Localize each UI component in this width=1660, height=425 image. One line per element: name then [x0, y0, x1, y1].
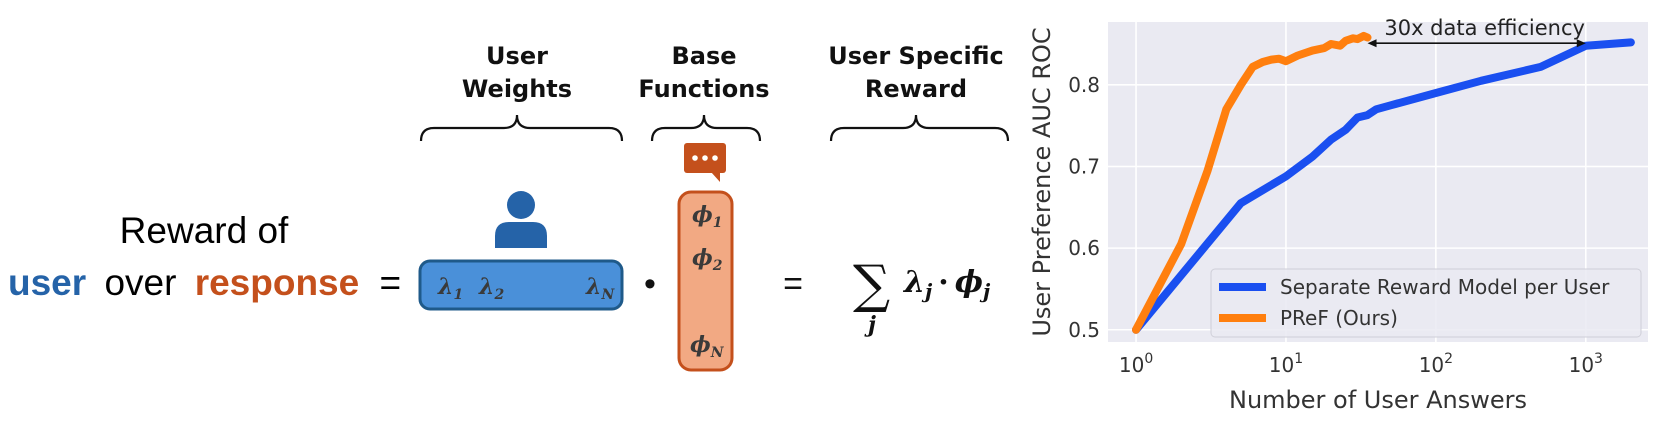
function-phi-2: ϕ2: [692, 245, 723, 274]
user-icon: [495, 191, 547, 248]
series-line-1: [1132, 31, 1372, 334]
header-user-specific-reward-line1: User Specific: [828, 42, 1003, 70]
y-tick-label-3: 0.8: [1068, 73, 1100, 97]
y-tick-label-2: 0.7: [1068, 154, 1100, 178]
header-user-weights-line1: User: [486, 42, 548, 70]
brace-user-specific-reward: [829, 114, 1010, 142]
weight-lambda-1: λ1: [437, 274, 463, 303]
chat-bubble-icon: [684, 143, 726, 182]
lhs-reward-of: Reward of: [120, 210, 289, 251]
x-axis-label: Number of User Answers: [1229, 386, 1527, 414]
y-tick-label-1: 0.6: [1068, 236, 1100, 260]
annotation-30x: 30x data efficiency: [1384, 16, 1585, 40]
legend-label-separate: Separate Reward Model per User: [1280, 275, 1610, 299]
annotation-arrow-head-left: [1367, 39, 1377, 48]
header-base-functions-line2: Functions: [638, 75, 769, 103]
y-tick-labels: 0.5 0.6 0.7 0.8: [1068, 73, 1100, 342]
x-tick-label-1: 101: [1269, 351, 1303, 377]
lhs-equals: =: [380, 262, 402, 303]
annotation-arrow-head-right: [1576, 39, 1586, 48]
reward-diagram: User Weights Base Functions User Specifi…: [8, 42, 1010, 372]
x-tick-labels: 100 101 102 103: [1119, 351, 1603, 377]
header-user-specific-reward-line2: Reward: [865, 75, 967, 103]
brace-user-weights: [419, 114, 624, 142]
legend-box: [1210, 268, 1642, 338]
sum-formula: ∑ j λj·ϕj: [853, 255, 991, 338]
sum-sigma: ∑: [853, 255, 890, 315]
base-functions-box: [677, 190, 734, 372]
header-user-weights-line2: Weights: [462, 75, 572, 103]
header-base-functions-line1: Base: [671, 42, 736, 70]
series-line-0: [1132, 38, 1635, 334]
lhs-user: user: [8, 262, 86, 303]
x-tick-label-3: 103: [1569, 351, 1603, 377]
equals-sign: =: [783, 265, 803, 303]
function-phi-n: ϕN: [690, 332, 725, 361]
weight-lambda-2: λ2: [478, 274, 504, 303]
y-tick-label-0: 0.5: [1068, 318, 1100, 342]
user-weights-box: [418, 259, 624, 311]
lhs-over: over: [104, 262, 176, 303]
dot-operator: •: [644, 265, 656, 303]
lhs-response: response: [195, 262, 360, 303]
x-tick-label-2: 102: [1419, 351, 1453, 377]
series-lines: [1132, 31, 1635, 334]
function-phi-1: ϕ1: [692, 202, 722, 231]
sum-term: λj·ϕj: [902, 265, 991, 303]
weight-lambda-n: λN: [585, 274, 615, 303]
legend: Separate Reward Model per User PReF (Our…: [1210, 268, 1642, 338]
lhs-line2: user over response =: [8, 262, 401, 303]
sum-index: j: [864, 312, 876, 338]
annotation-group: 30x data efficiency: [1367, 16, 1586, 48]
y-axis-label: User Preference AUC ROC: [1028, 27, 1056, 336]
x-tick-label-0: 100: [1119, 351, 1153, 377]
legend-label-pref: PReF (Ours): [1280, 306, 1398, 330]
brace-base-functions: [650, 114, 762, 142]
